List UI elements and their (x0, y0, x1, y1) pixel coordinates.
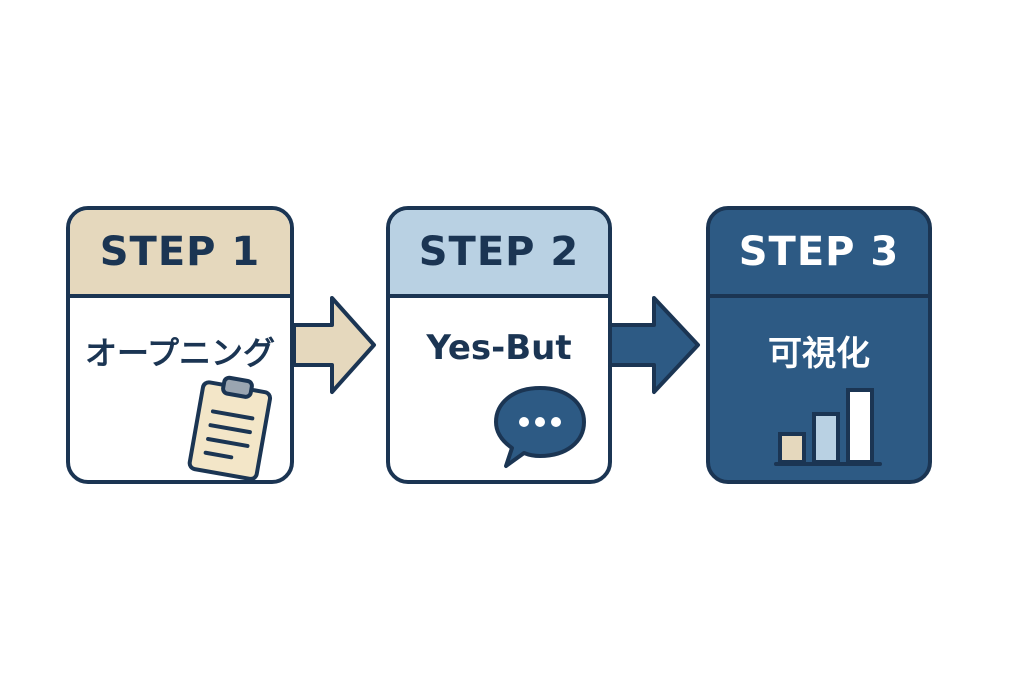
step-1-title: オープニング (84, 334, 276, 372)
step-1-card: STEP 1 オープニング (66, 206, 294, 484)
step-3-title: 可視化 (768, 334, 870, 374)
arrow-step1-to-step2 (292, 296, 376, 394)
step-2-header: STEP 2 (390, 210, 608, 298)
arrow-step2-to-step3 (608, 296, 700, 394)
bar-chart-icon (774, 388, 882, 466)
clipboard-icon (187, 375, 273, 480)
step-1-label: STEP 1 (99, 229, 261, 275)
step-3-label: STEP 3 (738, 229, 900, 275)
speech-bubble-icon (494, 386, 586, 468)
step-3-card: STEP 3 可視化 (706, 206, 932, 484)
step-3-header: STEP 3 (710, 210, 928, 298)
step-2-label: STEP 2 (418, 229, 580, 275)
step-1-header: STEP 1 (70, 210, 290, 298)
step-2-card: STEP 2 Yes-But (386, 206, 612, 484)
step-2-title: Yes-But (426, 328, 572, 368)
